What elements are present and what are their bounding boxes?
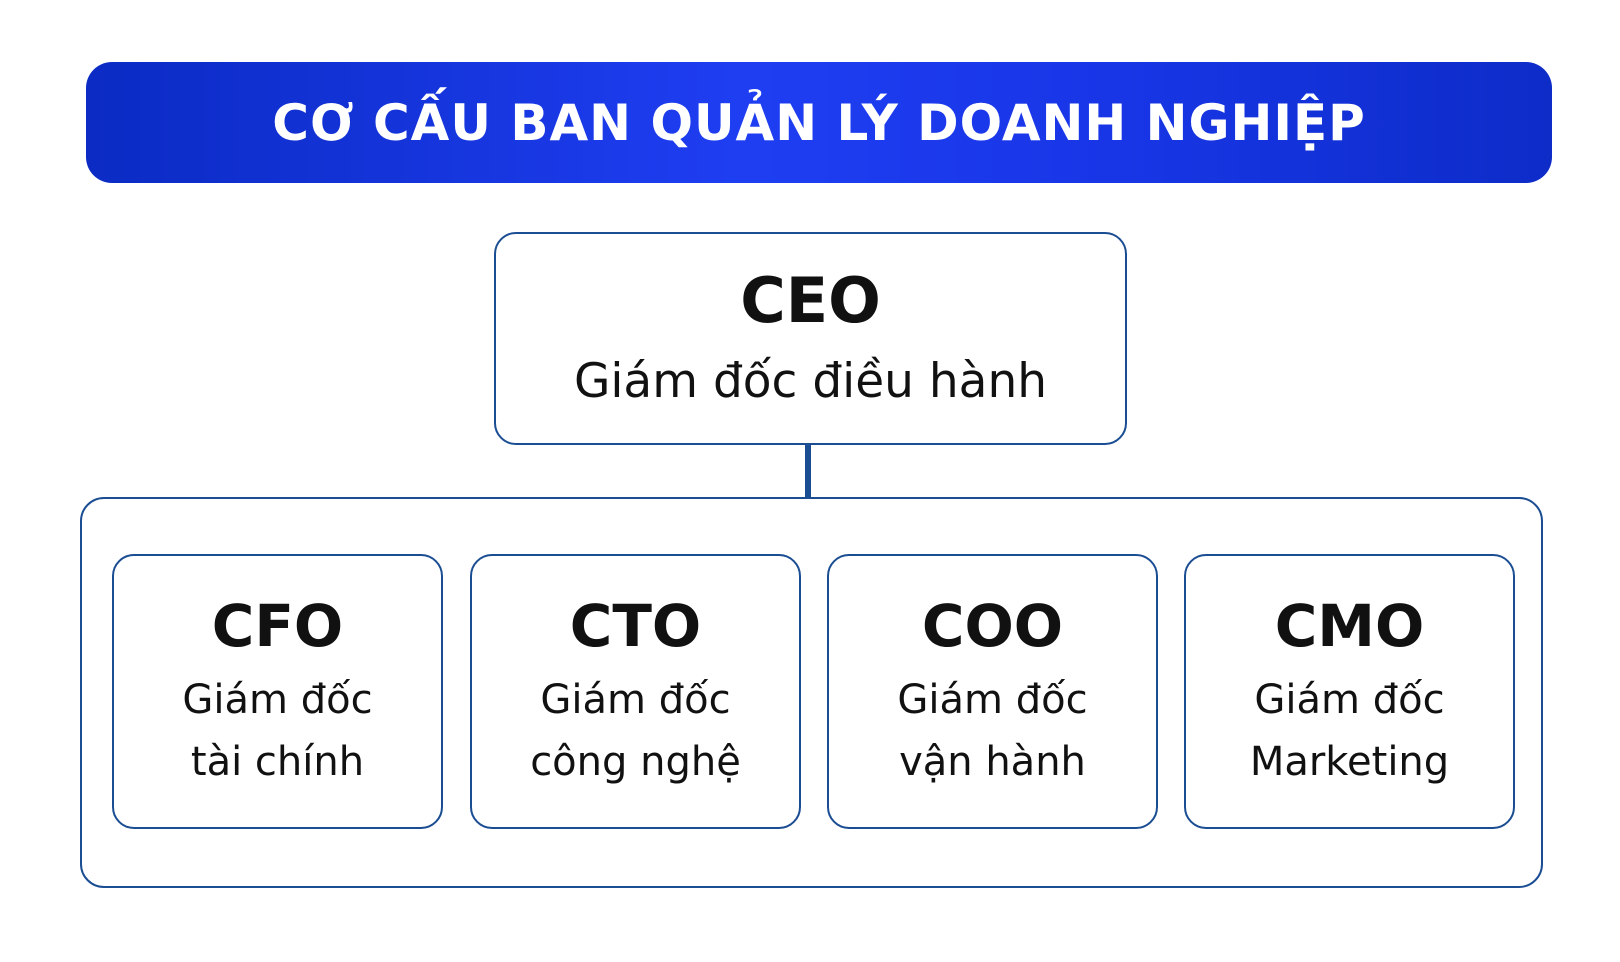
coo-code: COO — [921, 591, 1064, 660]
cfo-title-line2: tài chính — [190, 738, 365, 785]
cmo-code: CMO — [1274, 591, 1425, 660]
cfo-code: CFO — [211, 591, 344, 660]
cto-title-line2: công nghệ — [530, 738, 741, 785]
cfo-title-line1: Giám đốc — [182, 676, 373, 723]
node-ceo: CEO Giám đốc điều hành — [494, 232, 1127, 445]
cmo-title-line1: Giám đốc — [1254, 676, 1445, 723]
cto-title: Giám đốc công nghệ — [530, 669, 741, 793]
cto-title-line1: Giám đốc — [540, 676, 731, 723]
cto-code: CTO — [569, 591, 702, 660]
coo-title-line2: vận hành — [899, 738, 1086, 785]
ceo-code: CEO — [740, 263, 881, 337]
coo-title-line1: Giám đốc — [897, 676, 1088, 723]
ceo-title: Giám đốc điều hành — [573, 353, 1048, 409]
diagram-title: CƠ CẤU BAN QUẢN LÝ DOANH NGHIỆP — [272, 93, 1366, 152]
node-cto: CTO Giám đốc công nghệ — [470, 554, 801, 829]
cmo-title: Giám đốc Marketing — [1250, 669, 1449, 793]
node-cfo: CFO Giám đốc tài chính — [112, 554, 443, 829]
node-coo: COO Giám đốc vận hành — [827, 554, 1158, 829]
coo-title: Giám đốc vận hành — [897, 669, 1087, 793]
node-cmo: CMO Giám đốc Marketing — [1184, 554, 1515, 829]
cfo-title: Giám đốc tài chính — [182, 669, 372, 793]
ceo-connector-line — [805, 445, 811, 497]
cmo-title-line2: Marketing — [1249, 738, 1450, 785]
title-banner: CƠ CẤU BAN QUẢN LÝ DOANH NGHIỆP — [86, 62, 1552, 183]
